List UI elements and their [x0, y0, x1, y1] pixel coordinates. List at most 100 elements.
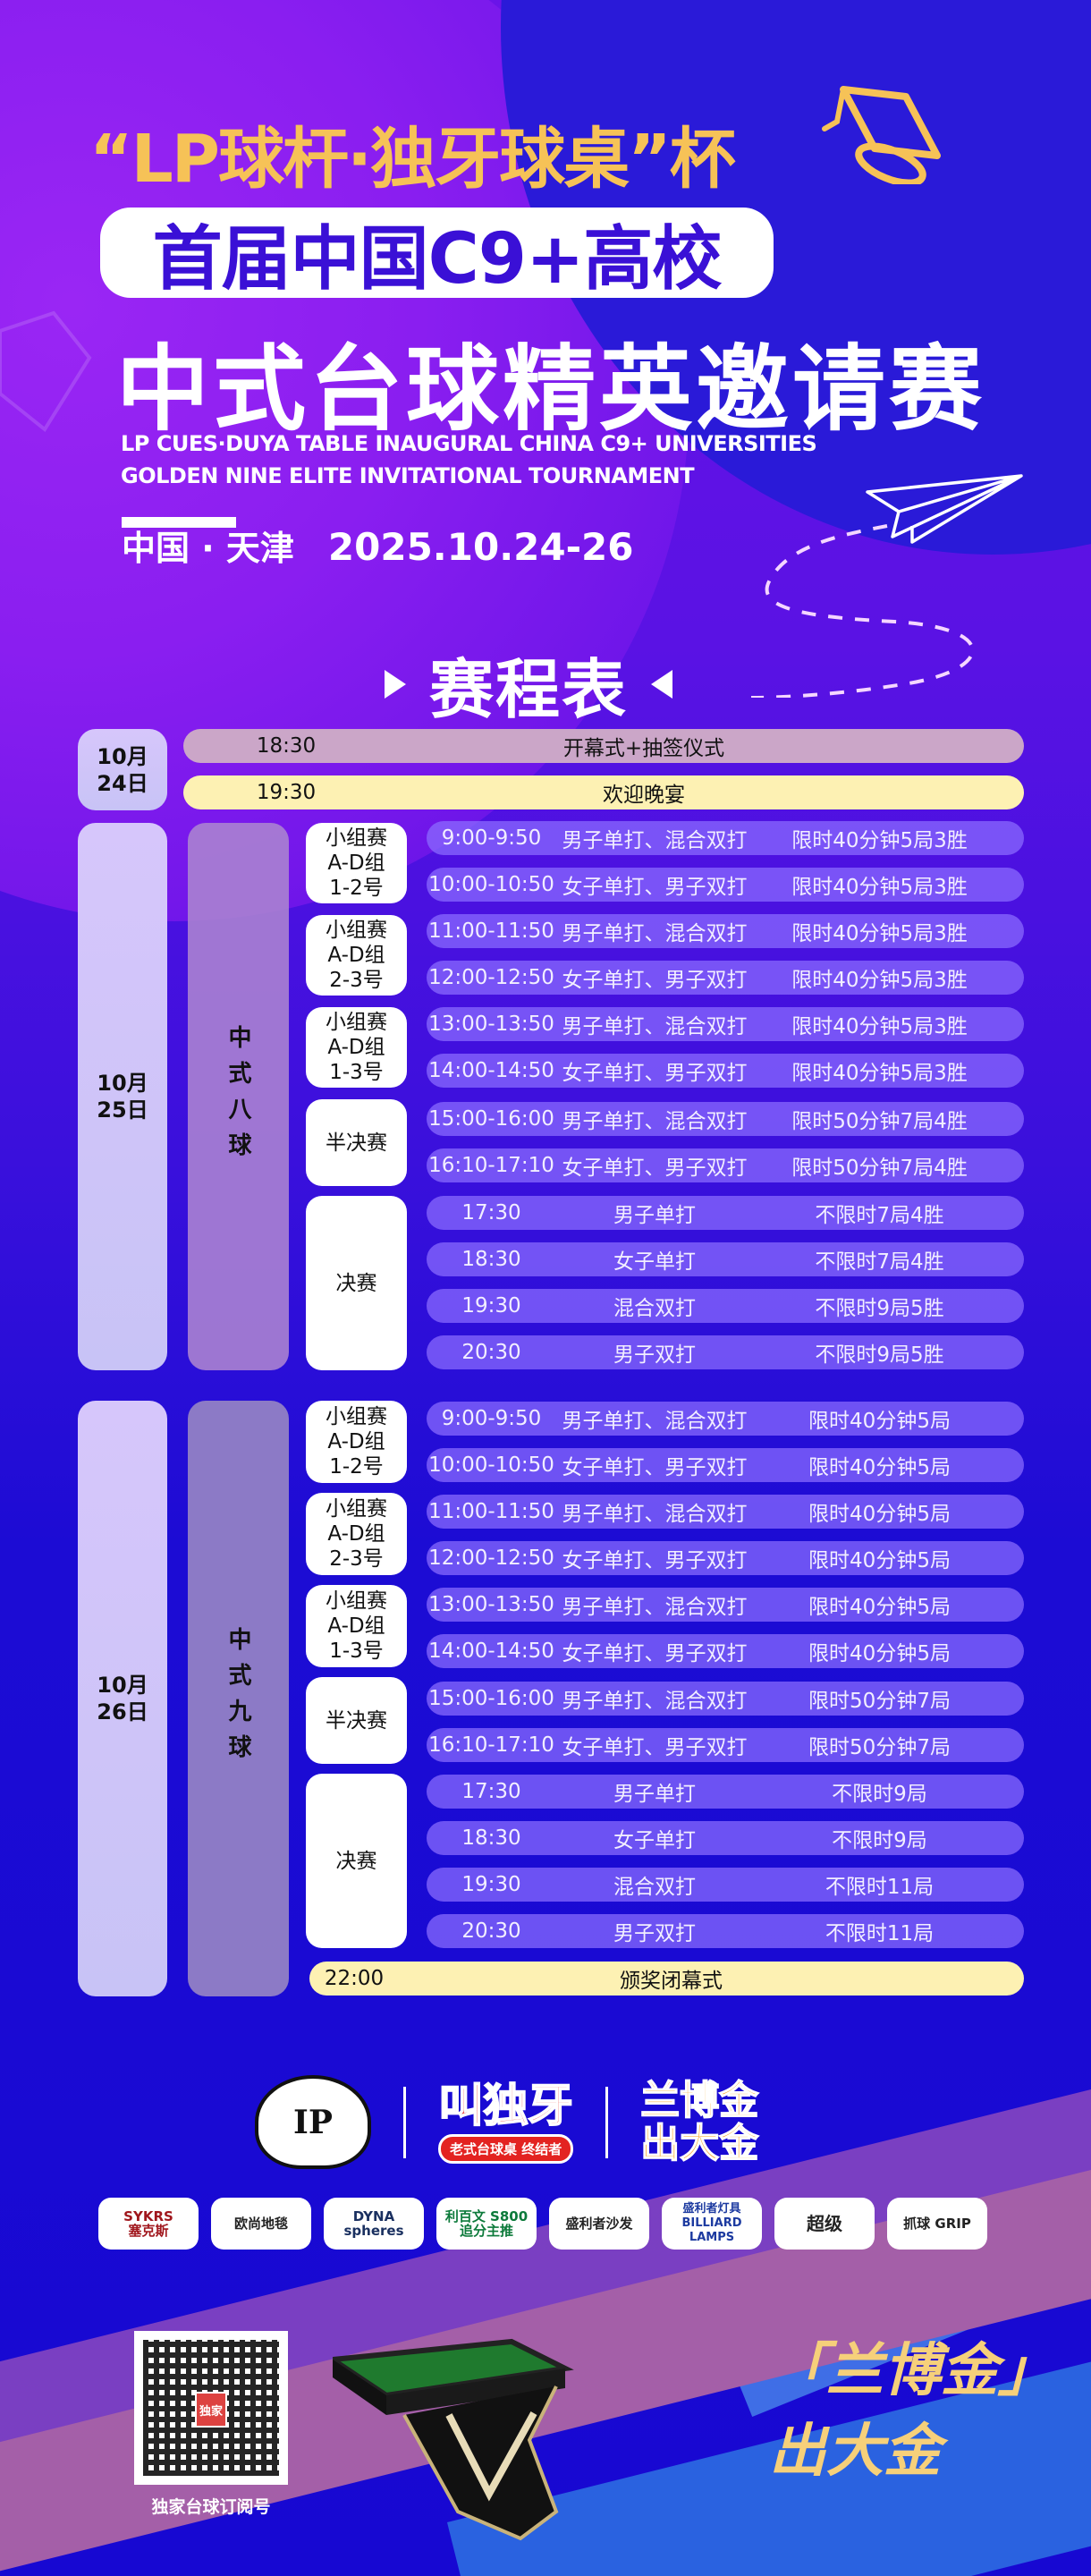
- stage-label: 半决赛: [306, 1099, 407, 1186]
- row-time: 15:00-16:00: [428, 1687, 554, 1710]
- row-format: 不限时7局4胜: [815, 1250, 944, 1274]
- divider: [605, 2086, 609, 2158]
- sponsor-logos: SYKRS 塞克斯 欧尚地毯 DYNA spheres 利百文 S800 追分主…: [98, 2198, 987, 2250]
- day-label-1026: 10月 26日: [78, 1401, 167, 1996]
- schedule-heading: 赛程表: [385, 637, 673, 731]
- sponsor-oushang: 欧尚地毯: [211, 2198, 311, 2250]
- row-time: 19:30: [461, 1873, 521, 1896]
- row-time: 10:00-10:50: [428, 1453, 554, 1477]
- stage-label: 小组赛 A-D组 1-3号: [306, 1007, 407, 1088]
- row-event: 男子单打、混合双打: [562, 1503, 748, 1526]
- row-format: 限时40分钟5局3胜: [791, 969, 968, 992]
- row-time: 18:30: [256, 734, 317, 758]
- row-event: 男子单打、混合双打: [562, 829, 748, 852]
- row-time: 17:30: [461, 1780, 521, 1803]
- sponsor-liberwin: 利百文 S800 追分主推: [436, 2198, 537, 2250]
- divider: [122, 517, 236, 528]
- row-time: 19:30: [461, 1294, 521, 1318]
- triangle-right-icon: [385, 669, 406, 699]
- schedule-row: 18:30 开幕式+抽签仪式: [183, 729, 1024, 763]
- english-title-line2: GOLDEN NINE ELITE INVITATIONAL TOURNAMEN…: [121, 463, 695, 488]
- row-time: 22:00: [324, 1967, 385, 1990]
- row-time: 14:00-14:50: [428, 1640, 554, 1663]
- row-format: 限时40分钟5局3胜: [791, 829, 968, 852]
- row-format: 限时40分钟5局3胜: [791, 1062, 968, 1085]
- row-time: 18:30: [461, 1826, 521, 1850]
- row-time: 19:30: [256, 781, 317, 804]
- brand-logos: IP 叫独牙 老式台球桌 终结者 兰博金 出大金: [255, 2075, 759, 2169]
- stage-label: 决赛: [306, 1196, 407, 1370]
- row-event: 男子双打: [613, 1343, 696, 1367]
- duya-logo: 叫独牙 老式台球桌 终结者: [438, 2080, 574, 2164]
- schedule-row: 17:30 男子单打 不限时9局: [427, 1775, 1024, 1809]
- schedule-row: 20:30 男子双打 不限时9局5胜: [427, 1335, 1024, 1369]
- day-label-1025: 10月 25日: [78, 823, 167, 1370]
- stage-label: 小组赛 A-D组 2-3号: [306, 1493, 407, 1575]
- row-format: 限时50分钟7局: [808, 1690, 951, 1713]
- row-format: 限时40分钟5局3胜: [791, 922, 968, 945]
- qr-code[interactable]: 独家: [134, 2331, 288, 2485]
- stage-label: 半决赛: [306, 1677, 407, 1764]
- schedule-heading-text: 赛程表: [429, 652, 629, 727]
- edition-pill: 首届中国C9+高校: [100, 208, 774, 300]
- lanbojin-logo: 兰博金 出大金: [639, 2077, 759, 2166]
- stage-label: 决赛: [306, 1774, 407, 1948]
- row-event: 女子单打: [613, 1250, 696, 1274]
- row-format: 限时40分钟5局3胜: [791, 1015, 968, 1038]
- row-event: 男子单打、混合双打: [562, 1110, 748, 1133]
- qr-label: 独家台球订阅号: [151, 2497, 271, 2517]
- row-format: 不限时11局: [825, 1922, 935, 1945]
- row-event: 男子单打: [613, 1204, 696, 1227]
- row-time: 12:00-12:50: [428, 1546, 554, 1570]
- duya-logo-text: 叫独牙: [438, 2080, 574, 2131]
- triangle-left-icon: [651, 669, 673, 699]
- sponsor-dyna: DYNA spheres: [324, 2198, 424, 2250]
- sponsor-grip: 抓球 GRIP: [887, 2198, 987, 2250]
- stage-label: 小组赛 A-D组 1-3号: [306, 1585, 407, 1667]
- row-time: 9:00-9:50: [441, 1407, 542, 1430]
- row-format: 限时40分钟5局: [808, 1410, 951, 1433]
- graduation-cap-icon: [822, 86, 941, 184]
- row-time: 16:10-17:10: [428, 1154, 554, 1177]
- row-time: 20:30: [461, 1341, 521, 1364]
- english-title: LP CUES·DUYA TABLE INAUGURAL CHINA C9+ U…: [121, 428, 817, 492]
- row-time: 17:30: [461, 1201, 521, 1224]
- day-label-1024: 10月 24日: [78, 729, 167, 810]
- row-event: 男子双打: [613, 1922, 696, 1945]
- row-format: 限时40分钟5局: [808, 1596, 951, 1619]
- row-time: 13:00-13:50: [428, 1593, 554, 1616]
- stage-label: 小组赛 A-D组 2-3号: [306, 915, 407, 996]
- row-event: 欢迎晚宴: [603, 784, 685, 807]
- schedule-row: 19:30 欢迎晚宴: [183, 775, 1024, 809]
- row-time: 10:00-10:50: [428, 873, 554, 896]
- row-format: 限时50分钟7局4胜: [791, 1157, 968, 1180]
- duya-logo-tag: 老式台球桌 终结者: [438, 2134, 574, 2164]
- row-format: 限时40分钟5局: [808, 1642, 951, 1665]
- row-format: 限时40分钟5局3胜: [791, 876, 968, 899]
- row-time: 11:00-11:50: [428, 1500, 554, 1523]
- row-event: 女子单打、男子双打: [562, 1456, 748, 1479]
- stage-label: 小组赛 A-D组 1-2号: [306, 1401, 407, 1483]
- row-event: 女子单打、男子双打: [562, 1736, 748, 1759]
- row-format: 不限时9局5胜: [815, 1343, 944, 1367]
- row-format: 不限时9局: [832, 1783, 927, 1806]
- sponsor-sykrs: SYKRS 塞克斯: [98, 2198, 199, 2250]
- english-title-line1: LP CUES·DUYA TABLE INAUGURAL CHINA C9+ U…: [121, 431, 817, 456]
- slogan: 「兰博金」 出大金: [769, 2338, 1055, 2485]
- row-event: 男子单打: [613, 1783, 696, 1806]
